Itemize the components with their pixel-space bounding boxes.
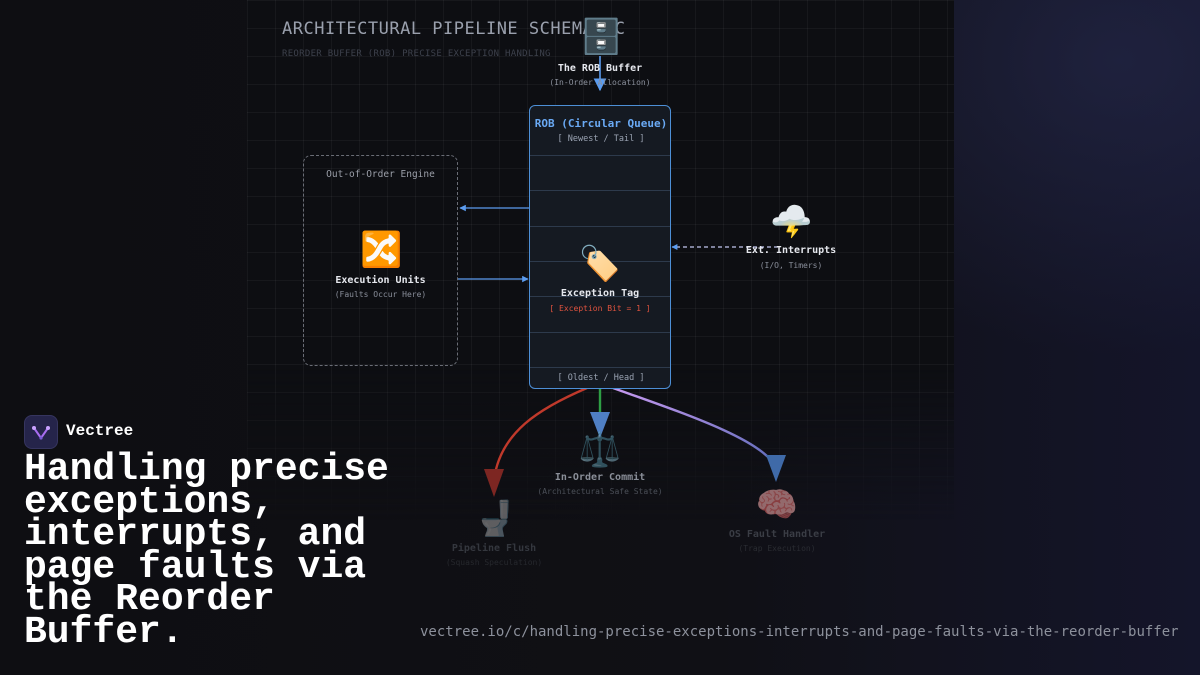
shuffle-icon: 🔀	[360, 230, 403, 270]
out-of-order-engine-box	[303, 155, 458, 366]
rob-buffer-title: The ROB Buffer	[557, 63, 643, 74]
os-fault-handler-subtitle: (Trap Execution)	[738, 544, 816, 553]
rob-slot	[530, 190, 670, 191]
vectree-logo-icon	[24, 415, 58, 449]
storm-cloud-icon: 🌩️	[770, 202, 813, 242]
file-cabinet-icon: 🗄️	[580, 17, 623, 57]
arrowhead-commit	[590, 412, 610, 438]
execution-units-subtitle: (Faults Occur Here)	[334, 290, 427, 299]
tag-icon: 🏷️	[578, 244, 622, 284]
arrow-queue-to-handler	[612, 386, 778, 469]
ooo-engine-label: Out-of-Order Engine	[326, 169, 435, 180]
exception-tag-subtitle: [ Exception Bit = 1 ]	[549, 304, 651, 313]
execution-units-title: Execution Units	[335, 275, 426, 286]
footer-url[interactable]: vectree.io/c/handling-precise-exceptions…	[420, 624, 1179, 640]
rob-slot	[530, 367, 670, 368]
rob-queue-title: ROB (Circular Queue)	[534, 117, 668, 130]
schematic-subtitle: REORDER BUFFER (ROB) PRECISE EXCEPTION H…	[282, 49, 551, 59]
rob-slot	[530, 155, 670, 156]
rob-slot	[530, 261, 670, 262]
rob-tail-label: [ Newest / Tail ]	[557, 134, 645, 144]
ext-interrupts-subtitle: (I/O, Timers)	[759, 261, 823, 270]
rob-slot	[530, 296, 670, 297]
rob-slot	[530, 226, 670, 227]
arrowhead-handler	[766, 455, 786, 482]
in-order-commit-subtitle: (Architectural Safe State)	[537, 487, 663, 496]
scales-icon: ⚖️	[578, 430, 622, 470]
rob-circular-queue: ROB (Circular Queue) [ Newest / Tail ] […	[529, 105, 671, 389]
rob-slot	[530, 332, 670, 333]
brain-icon: 🧠	[755, 485, 799, 525]
headline: Handling precise exceptions, interrupts,…	[24, 448, 389, 654]
pipeline-flush-title: Pipeline Flush	[451, 543, 537, 554]
ext-interrupts-title: Ext. Interrupts	[745, 245, 837, 256]
schematic-title: ARCHITECTURAL PIPELINE SCHEMATIC	[282, 19, 626, 39]
arrow-queue-to-flush	[492, 386, 588, 481]
exception-tag-title: Exception Tag	[560, 288, 640, 299]
toilet-icon: 🚽	[474, 499, 517, 539]
brand-name: Vectree	[66, 422, 134, 440]
in-order-commit-title: In-Order Commit	[554, 472, 646, 483]
os-fault-handler-title: OS Fault Handler	[728, 529, 826, 540]
rob-buffer-subtitle: (In-Order Allocation)	[549, 78, 651, 87]
rob-head-label: [ Oldest / Head ]	[557, 373, 645, 383]
pipeline-flush-subtitle: (Squash Speculation)	[445, 558, 543, 567]
arrowhead-flush	[484, 469, 504, 497]
